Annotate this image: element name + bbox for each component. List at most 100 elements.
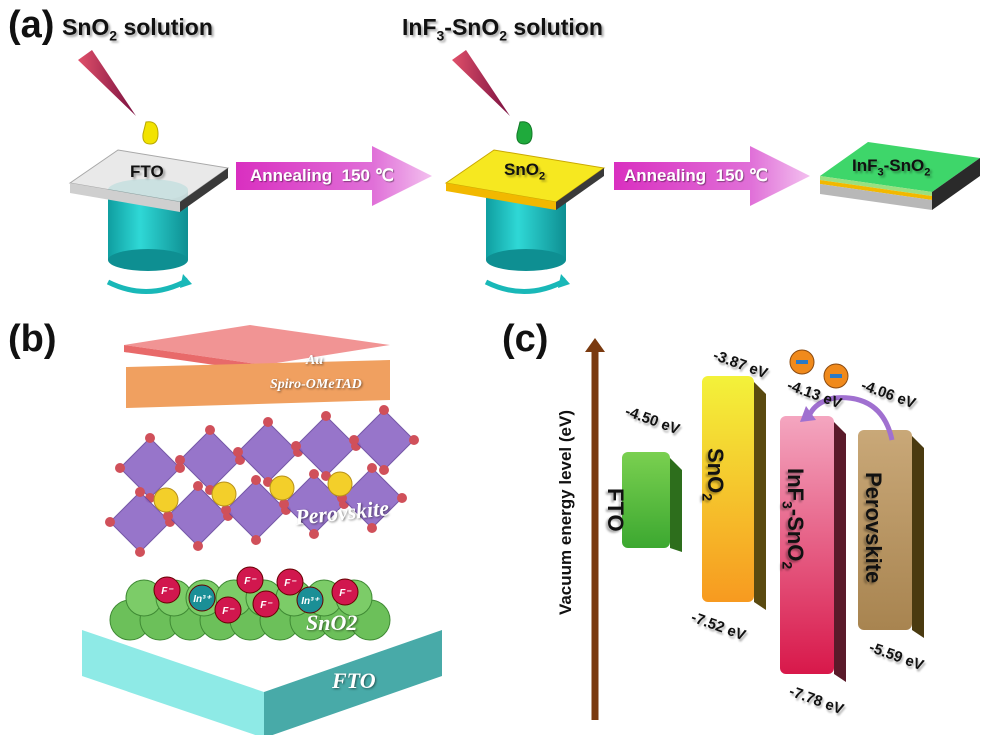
spiro-layer <box>126 360 390 408</box>
x-site-atom <box>115 463 125 473</box>
au-layer <box>124 325 390 365</box>
fto-bar-label: FTO <box>603 488 628 532</box>
au-label: Au <box>306 353 324 368</box>
inf3-sno2-band-bar <box>780 416 846 682</box>
octahedron <box>295 415 357 477</box>
sno2-drop-icon <box>142 121 159 145</box>
x-site-atom <box>379 465 389 475</box>
perovskite-bar-label: Perovskite <box>861 472 886 584</box>
ion-label: F⁻ <box>244 576 257 587</box>
sno2-band-bar <box>702 376 766 610</box>
panel-a-label: (a) <box>8 4 55 46</box>
pipette-icon <box>452 50 510 116</box>
annealing-arrow-1 <box>236 146 432 206</box>
x-site-atom <box>221 505 231 515</box>
spin-coater-2-icon <box>444 149 606 294</box>
electron-icon <box>823 363 849 389</box>
annealing-label-1: Annealing 150 ℃ <box>250 166 394 185</box>
x-site-atom <box>349 435 359 445</box>
a-site-cation <box>327 471 353 497</box>
electron-transfer-arrow <box>807 395 895 441</box>
ion-label: F⁻ <box>284 578 297 589</box>
octahedron <box>353 409 415 471</box>
sno2-label: SnO2 <box>306 610 358 635</box>
indium-ion <box>296 586 324 614</box>
x-site-atom <box>321 471 331 481</box>
annealing-arrow-2 <box>614 146 810 206</box>
x-site-atom <box>105 517 115 527</box>
ion-label: F⁻ <box>260 600 273 611</box>
x-site-atom <box>409 435 419 445</box>
indium-ion <box>188 584 216 612</box>
rotation-arrow-icon <box>484 277 568 294</box>
x-site-atom <box>135 487 145 497</box>
perovskite-band-bar <box>858 430 924 638</box>
dopant-ions: F⁻ In³⁺ F⁻ F⁻ F⁻ F⁻ In³⁺ F⁻ <box>153 566 359 624</box>
sno2-substrate-label: SnO2 <box>504 160 546 183</box>
spin-coater-1-icon <box>68 149 230 294</box>
x-site-atom <box>367 523 377 533</box>
sno2-solution-label: SnO2 solution <box>62 14 213 44</box>
x-site-atom <box>379 405 389 415</box>
x-site-atom <box>145 433 155 443</box>
x-site-atom <box>193 541 203 551</box>
x-site-atom <box>175 463 185 473</box>
electron-icon <box>789 349 815 375</box>
perovskite-lattice <box>105 405 419 557</box>
spiro-label: Spiro-OMeTAD <box>270 377 362 392</box>
pipette-icon <box>78 50 136 116</box>
x-site-atom <box>279 499 289 509</box>
fluoride-ion <box>236 566 264 594</box>
inf3-drop-icon <box>516 121 533 145</box>
fto-block <box>82 630 264 735</box>
octahedron <box>179 429 241 491</box>
x-site-atom <box>367 463 377 473</box>
x-site-atom <box>135 547 145 557</box>
x-site-atom <box>397 493 407 503</box>
x-site-atom <box>233 447 243 457</box>
ion-label: F⁻ <box>222 606 235 617</box>
a-site-cation <box>269 475 295 501</box>
panel-c-graphic <box>585 338 924 720</box>
fto-band-bar <box>622 452 682 552</box>
inf3-sno2-bar-label: InF3-SnO2 <box>779 468 808 570</box>
x-site-atom <box>251 535 261 545</box>
panel-c-label: (c) <box>502 318 549 360</box>
panel-a-graphic <box>68 50 980 294</box>
fto-label: FTO <box>332 668 376 693</box>
x-site-atom <box>163 511 173 521</box>
fluoride-ion <box>331 578 359 606</box>
ion-label: In³⁺ <box>193 594 212 605</box>
x-site-atom <box>309 469 319 479</box>
axis-arrowhead-icon <box>585 338 605 352</box>
a-site-cation <box>153 487 179 513</box>
x-site-atom <box>205 425 215 435</box>
annealing-label-2: Annealing 150 ℃ <box>624 166 768 185</box>
x-site-atom <box>175 455 185 465</box>
panel-b-label: (b) <box>8 318 57 360</box>
a-site-cation <box>211 481 237 507</box>
x-site-atom <box>235 455 245 465</box>
x-site-atom <box>321 411 331 421</box>
fluoride-ion <box>153 576 181 604</box>
x-site-atom <box>263 417 273 427</box>
rotation-arrow-icon <box>106 277 190 294</box>
fluoride-ion <box>276 568 304 596</box>
axis-label: Vacuum energy level (eV) <box>556 410 575 616</box>
x-site-atom <box>309 529 319 539</box>
fluoride-ion <box>214 596 242 624</box>
fto-substrate-label: FTO <box>130 162 164 181</box>
panel-b-graphic: F⁻ In³⁺ F⁻ F⁻ F⁻ F⁻ In³⁺ F⁻ <box>82 325 442 735</box>
inf3-sno2-film-icon <box>820 142 980 210</box>
ion-label: F⁻ <box>161 586 174 597</box>
inf3-sno2-solution-label: InF3-SnO2 solution <box>402 14 603 44</box>
x-site-atom <box>251 475 261 485</box>
x-site-atom <box>291 441 301 451</box>
x-site-atom <box>193 481 203 491</box>
inf3-sno2-film-label: InF3-SnO2 <box>852 156 931 179</box>
sno2-bar-label: SnO2 <box>699 448 728 502</box>
ion-label: F⁻ <box>339 588 352 599</box>
ion-label: In³⁺ <box>301 596 320 607</box>
fluoride-ion <box>252 590 280 618</box>
octahedron <box>237 421 299 483</box>
